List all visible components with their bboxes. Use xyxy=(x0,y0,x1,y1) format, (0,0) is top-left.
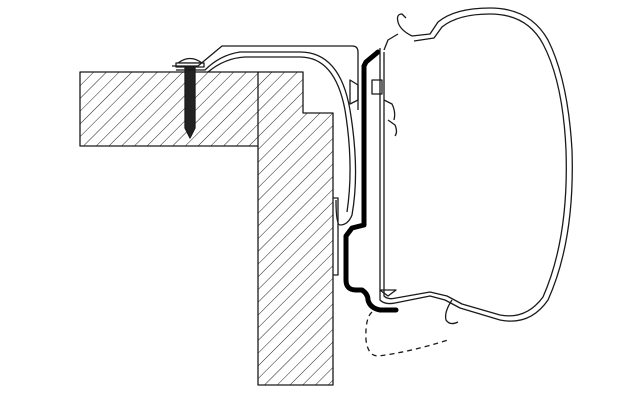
awning-cassette xyxy=(379,7,573,322)
mounting-rail-inner xyxy=(176,51,357,226)
front-hook xyxy=(383,13,413,51)
wall-plate xyxy=(333,197,339,276)
adapter-bracket xyxy=(343,49,399,313)
inner-fin xyxy=(383,99,398,137)
bottom-screw xyxy=(379,289,397,297)
clip xyxy=(349,79,359,105)
dashed-outline xyxy=(365,311,449,357)
nut xyxy=(371,79,383,95)
awning-cassette-inner xyxy=(383,13,567,317)
lower-hook xyxy=(444,299,459,325)
mounting-rail-outer xyxy=(172,45,359,110)
roof-section xyxy=(79,71,334,386)
mounting-rail-inner-2 xyxy=(207,56,351,213)
screw xyxy=(175,57,205,139)
